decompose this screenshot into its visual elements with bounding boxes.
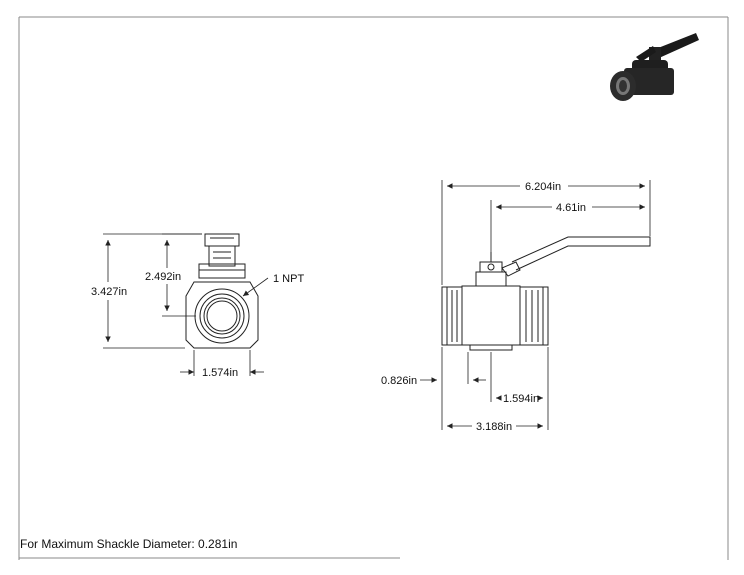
- sheet-border: [18, 16, 729, 560]
- end-view-dimension-lines: [103, 233, 269, 376]
- shackle-diameter-note: For Maximum Shackle Diameter: 0.281in: [20, 537, 238, 551]
- dim-body-length: 3.188in: [476, 421, 512, 433]
- dim-port-offset: 0.826in: [381, 375, 417, 387]
- dim-handle-length: 4.61in: [556, 202, 586, 214]
- dim-body-half-length: 1.594in: [503, 393, 539, 405]
- thread-callout: 1 NPT: [273, 273, 304, 285]
- dim-height-to-stem: 2.492in: [145, 271, 181, 283]
- ball-valve-thumbnail: [610, 33, 699, 101]
- valve-side-view: [441, 236, 651, 351]
- valve-end-view: [185, 233, 259, 349]
- dim-overall-height: 3.427in: [91, 286, 127, 298]
- side-view-dimension-lines: [420, 180, 651, 430]
- dim-overall-length: 6.204in: [525, 181, 561, 193]
- dim-end-width: 1.574in: [202, 367, 238, 379]
